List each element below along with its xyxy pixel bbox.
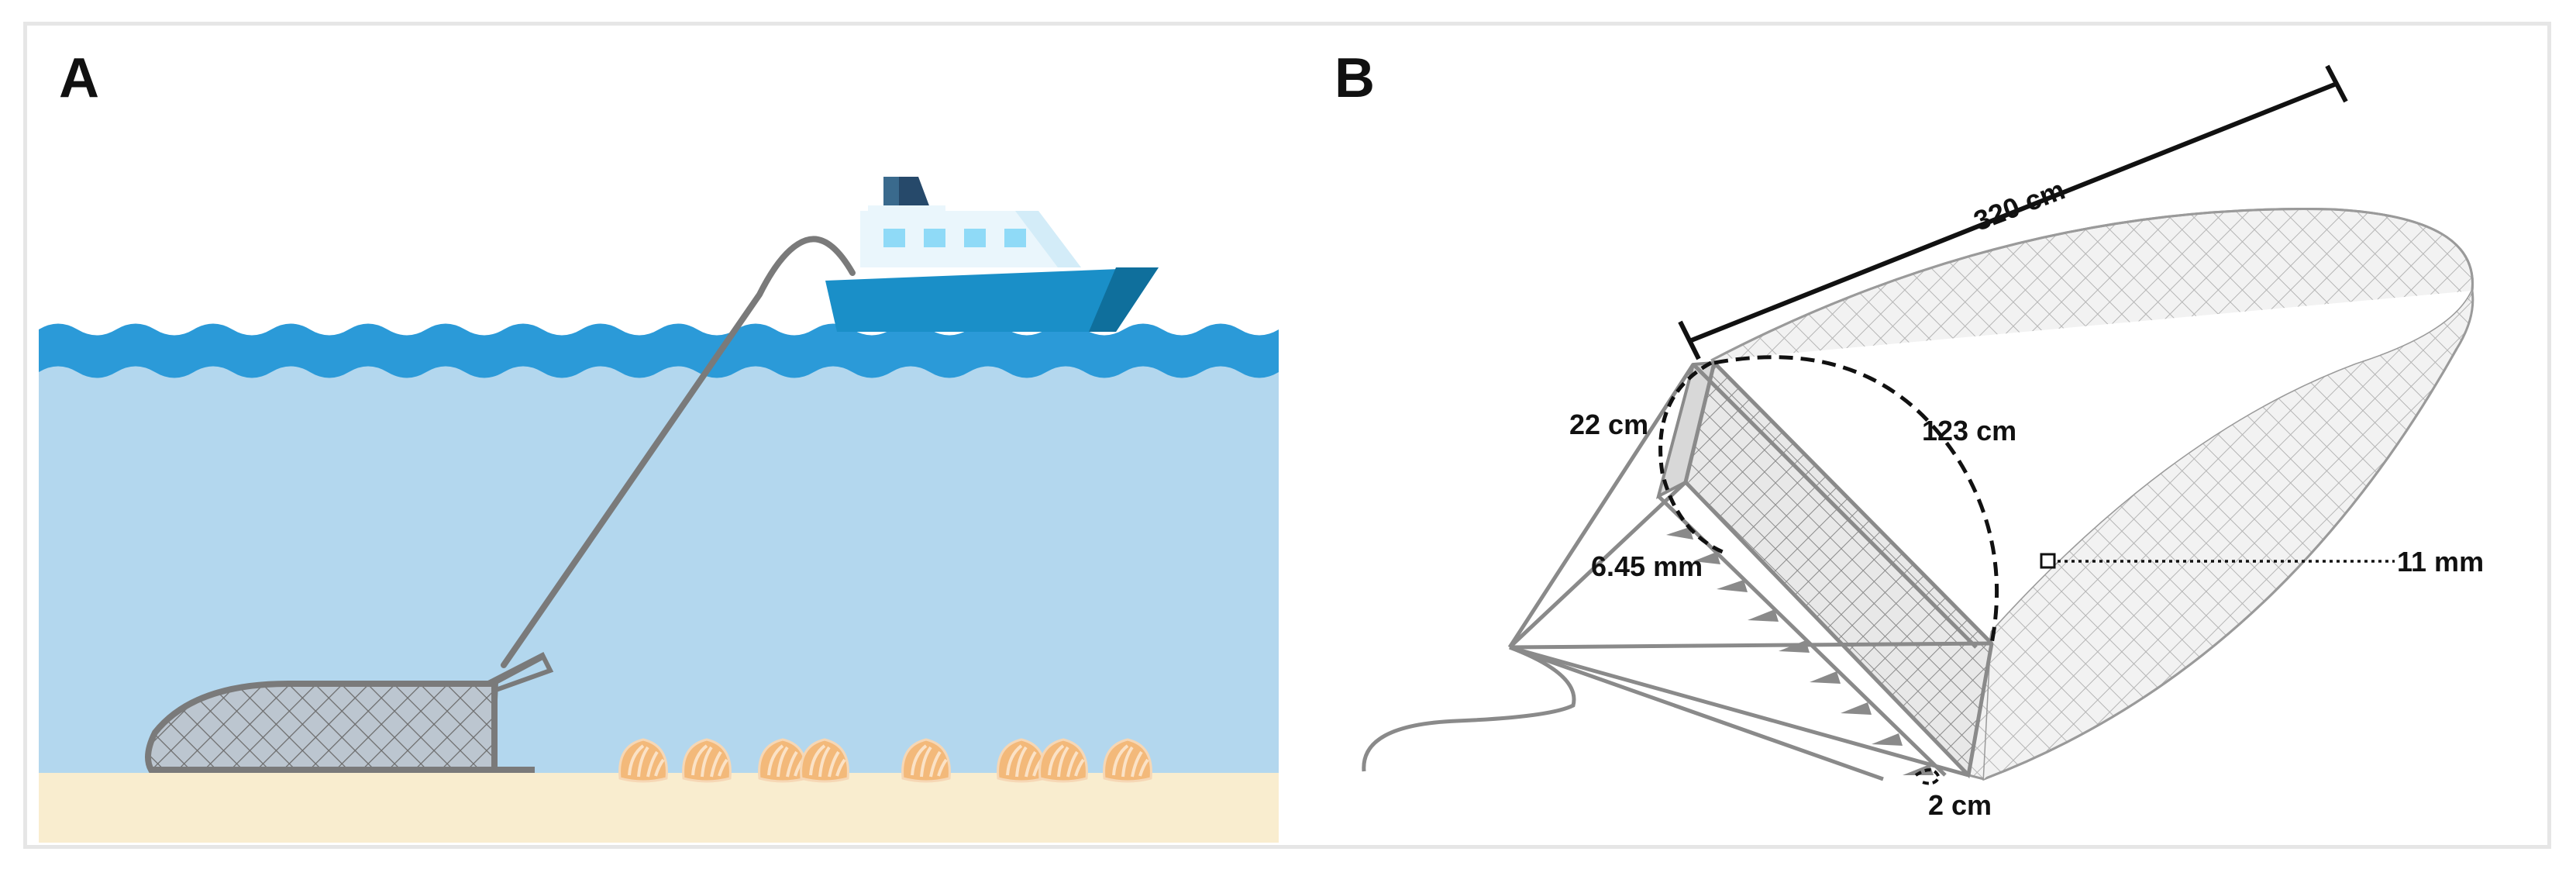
wave-band bbox=[39, 323, 1279, 378]
mouth-width-arc bbox=[1713, 355, 1999, 644]
panel-a: A bbox=[39, 47, 1279, 843]
panel-b: B bbox=[1334, 47, 2484, 821]
tooth-length-marker bbox=[1914, 768, 1941, 785]
mesh-size-label: 11 mm bbox=[2397, 546, 2484, 578]
frame-depth-arc bbox=[1658, 360, 1729, 557]
mesh-size-marker bbox=[2040, 553, 2056, 569]
tow-cable bbox=[501, 236, 856, 668]
panel-b-label: B bbox=[1334, 47, 1375, 109]
tooth-length-label: 2 cm bbox=[1928, 789, 1992, 821]
mouth-width-label: 123 cm bbox=[1922, 415, 2016, 447]
dredge-net-icon bbox=[145, 651, 554, 773]
length-dimension bbox=[1678, 64, 2348, 360]
tooth-spacing-label: 6.45 mm bbox=[1591, 550, 1703, 582]
seabed-sand bbox=[39, 773, 1279, 843]
dredge-teeth bbox=[1666, 527, 1934, 775]
frame-depth-label: 22 cm bbox=[1569, 409, 1648, 440]
length-label: 320 cm bbox=[1969, 174, 2069, 237]
panel-a-label: A bbox=[59, 47, 99, 109]
tow-rope bbox=[1362, 645, 1576, 772]
figure-frame bbox=[23, 22, 2551, 849]
boat-icon bbox=[825, 177, 1159, 332]
